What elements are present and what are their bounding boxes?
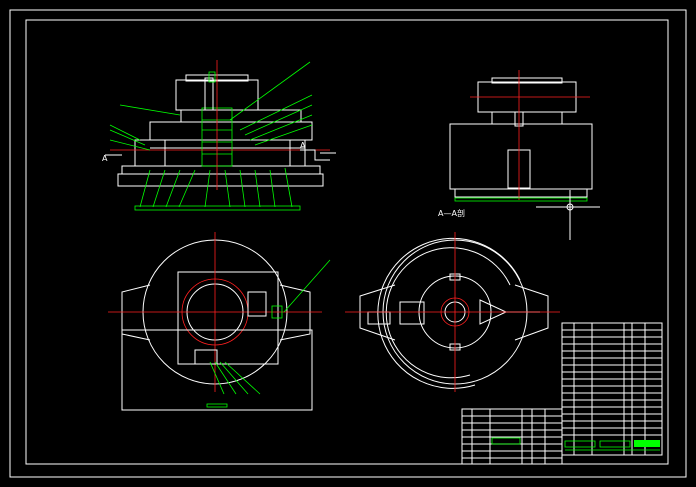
parts-list-table xyxy=(561,322,663,456)
section-marker-left: A xyxy=(102,154,108,163)
front-section-view: A A xyxy=(102,60,336,190)
top-view xyxy=(108,232,331,411)
section-aa-label: A—A剖 xyxy=(438,208,465,218)
title-block-table xyxy=(461,408,563,465)
outer-frame xyxy=(9,9,687,478)
front-view-leaders xyxy=(109,61,313,211)
inner-frame xyxy=(25,19,669,465)
section-aa-view xyxy=(345,232,560,392)
section-marker-right: A xyxy=(300,141,306,150)
side-view: A—A剖 xyxy=(438,70,600,240)
